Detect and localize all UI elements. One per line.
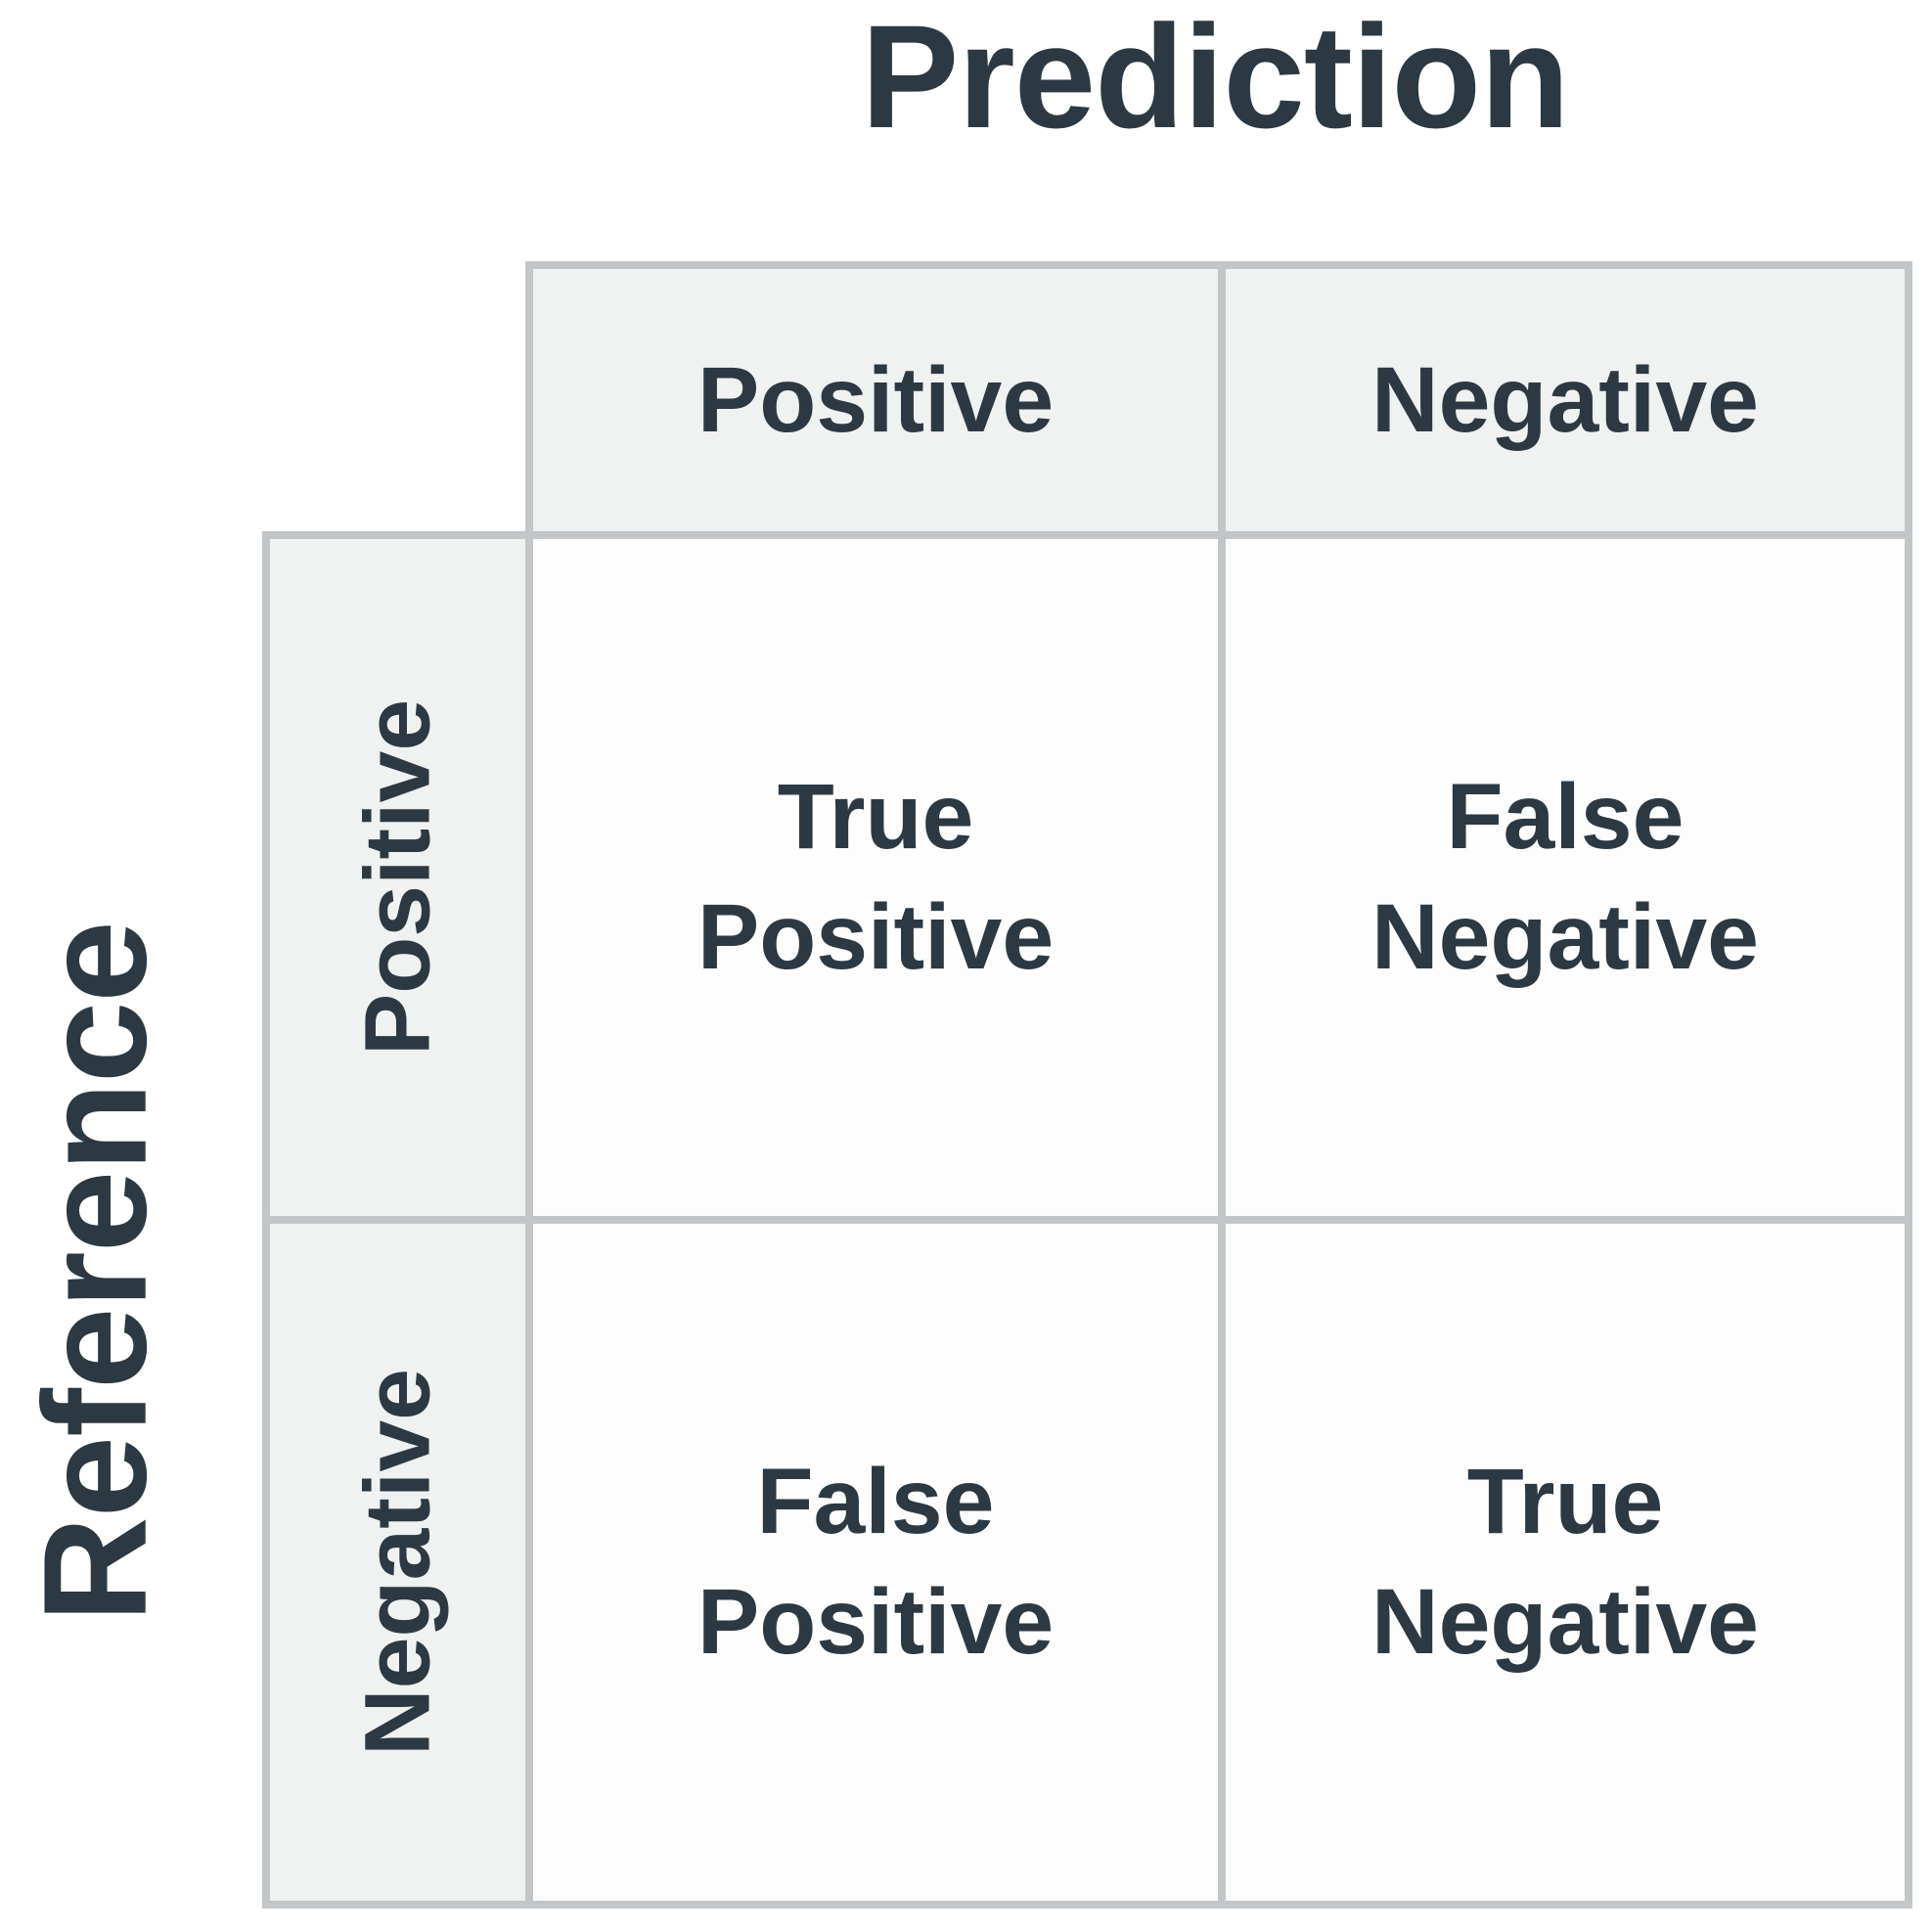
col-header-negative: Negative — [1218, 261, 1912, 539]
col-header-positive: Positive — [525, 261, 1226, 539]
cell-false-positive: False Positive — [525, 1216, 1226, 1909]
col-header-negative-label: Negative — [1370, 347, 1759, 452]
reference-axis-title-container: Reference — [0, 587, 191, 1932]
cell-true-positive-label: True Positive — [696, 764, 1055, 990]
col-header-positive-label: Positive — [696, 347, 1055, 452]
cell-false-positive-label: False Positive — [696, 1449, 1055, 1675]
reference-axis-title: Reference — [13, 921, 178, 1623]
cell-true-negative: True Negative — [1218, 1216, 1912, 1909]
corner-spacer — [266, 265, 529, 535]
row-header-negative-label: Negative — [345, 1368, 449, 1757]
cell-false-negative-label: False Negative — [1370, 764, 1759, 990]
confusion-matrix-table: Positive Negative Positive True Positive… — [262, 261, 1912, 1909]
prediction-axis-title: Prediction — [861, 0, 1569, 158]
row-header-positive-label: Positive — [345, 698, 449, 1056]
row-header-positive: Positive — [262, 531, 533, 1224]
cell-true-negative-label: True Negative — [1370, 1449, 1759, 1675]
cell-false-negative: False Negative — [1218, 531, 1912, 1224]
cell-true-positive: True Positive — [525, 531, 1226, 1224]
row-header-negative: Negative — [262, 1216, 533, 1909]
